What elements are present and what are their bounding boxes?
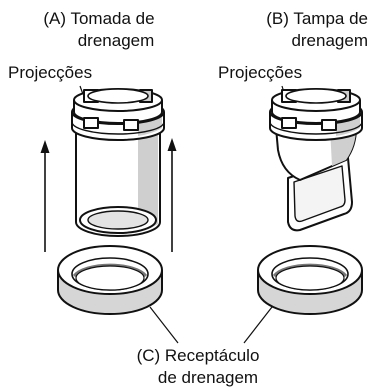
label-c-line2: de drenagem bbox=[157, 368, 259, 387]
label-b-line1: (B) Tampa de bbox=[266, 9, 368, 28]
arrow-right-a bbox=[167, 138, 177, 252]
label-a-line2: drenagem bbox=[77, 31, 155, 50]
drain-receptacle-left bbox=[57, 245, 163, 315]
label-b-projections: Projecções bbox=[218, 63, 303, 82]
label-b-line2: drenagem bbox=[291, 31, 368, 50]
label-c-line1: (C) Receptáculo bbox=[136, 346, 260, 365]
drain-cap-illustration bbox=[269, 88, 363, 232]
label-a-projections: Projecções bbox=[8, 63, 93, 82]
receptacle-leader-left bbox=[149, 306, 179, 344]
arrow-left-a bbox=[40, 140, 50, 252]
drain-plug-illustration bbox=[71, 88, 165, 237]
drain-receptacle-right bbox=[257, 245, 363, 315]
label-a-line1: (A) Tomada de bbox=[43, 9, 155, 28]
receptacle-leader-right bbox=[243, 306, 273, 344]
